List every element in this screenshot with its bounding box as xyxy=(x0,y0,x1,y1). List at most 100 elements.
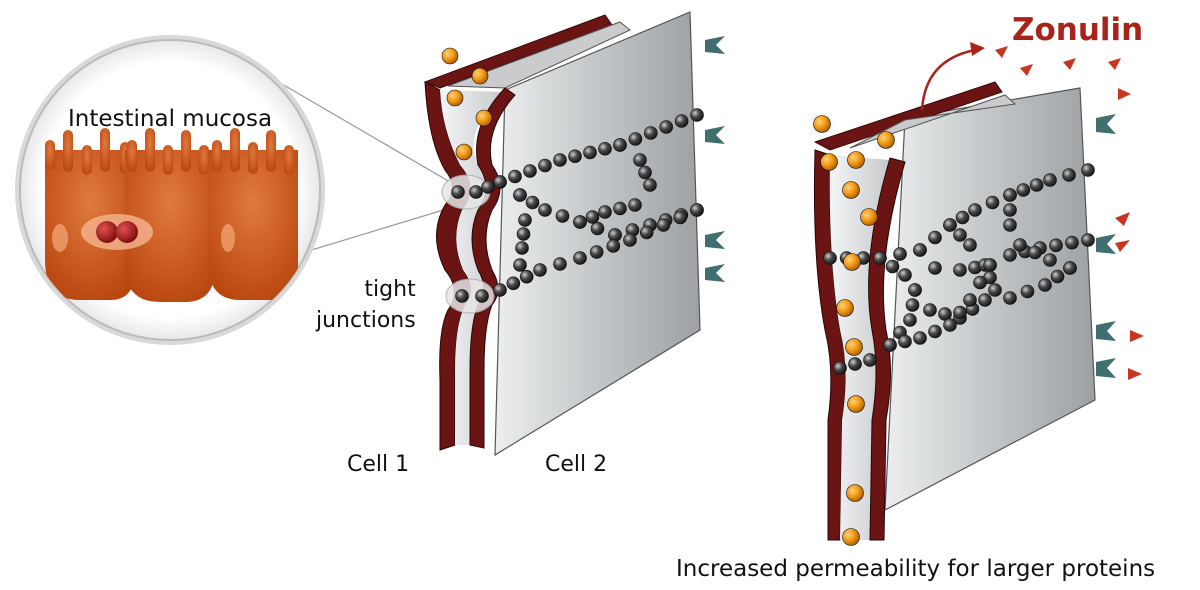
junction-bead xyxy=(953,263,967,277)
protein-particle xyxy=(820,153,838,171)
junction-bead xyxy=(973,275,987,290)
cell1-label: Cell 1 xyxy=(347,452,410,477)
protein-particle xyxy=(446,89,464,107)
junction-bead xyxy=(1003,203,1017,217)
junction-bead xyxy=(955,210,970,225)
zonulin-label: Zonulin xyxy=(1012,12,1144,48)
junction-bead xyxy=(538,158,552,173)
junction-bead xyxy=(623,233,637,247)
protein-particle xyxy=(843,253,861,271)
junction-bead xyxy=(908,283,922,297)
junction-bead xyxy=(628,132,643,146)
normal-cells-illustration xyxy=(423,11,725,457)
zonulin-molecules xyxy=(995,46,1144,380)
junction-bead xyxy=(506,276,521,291)
tight-junctions-label: tight junctions xyxy=(316,274,416,336)
villus-cell-right xyxy=(208,128,298,300)
junction-bead xyxy=(643,126,658,140)
junction-bead xyxy=(538,203,552,217)
junction-ring xyxy=(445,278,495,314)
zonulin-cells-illustration xyxy=(813,42,1144,546)
junction-bead xyxy=(508,169,522,184)
cell2-label: Cell 2 xyxy=(545,452,608,477)
junction-bead xyxy=(1081,233,1095,247)
villus-cell-middle xyxy=(125,128,215,302)
junction-bead xyxy=(589,245,604,259)
junction-bead xyxy=(963,293,977,307)
junction-dot xyxy=(116,221,138,243)
protein-particle xyxy=(471,67,489,85)
junction-bead xyxy=(1043,253,1057,267)
junction-bead xyxy=(1038,278,1052,292)
junction-strands-open xyxy=(823,163,1095,375)
receptor-markers xyxy=(705,36,725,282)
junction-bead xyxy=(638,165,652,180)
junction-bead xyxy=(953,305,967,320)
junction-bead xyxy=(1029,178,1044,192)
junction-bead xyxy=(978,293,992,307)
intestinal-mucosa-magnifier xyxy=(15,35,325,345)
protein-particle xyxy=(877,131,895,149)
tight-junctions-label-line1: tight xyxy=(364,277,416,302)
junction-bead xyxy=(1028,245,1042,260)
protein-particle xyxy=(475,109,493,127)
junction-bead xyxy=(943,218,957,232)
junction-bead xyxy=(639,225,654,240)
junction-bead xyxy=(451,185,465,199)
intestinal-mucosa-label: Intestinal mucosa xyxy=(68,106,273,132)
junction-bead xyxy=(953,228,967,242)
protein-particle xyxy=(441,47,459,65)
junction-bead xyxy=(1003,188,1017,202)
junction-bead xyxy=(898,268,912,282)
junction-bead xyxy=(690,108,704,122)
junction-bead xyxy=(1003,248,1017,262)
junction-bead xyxy=(1050,269,1065,284)
protein-particle xyxy=(847,395,865,413)
junction-bead xyxy=(923,303,937,317)
junction-bead xyxy=(1003,218,1017,232)
junction-bead xyxy=(656,218,671,232)
junction-bead xyxy=(983,258,997,272)
junction-strands-normal xyxy=(451,108,704,303)
junction-bead xyxy=(515,241,529,255)
junction-bead xyxy=(1081,163,1095,177)
junction-bead xyxy=(1063,261,1077,275)
protein-particle xyxy=(845,338,863,356)
protein-particle xyxy=(813,115,831,133)
junction-bead xyxy=(585,210,600,224)
junction-bead xyxy=(848,357,862,371)
protein-particle xyxy=(842,528,860,546)
junction-bead xyxy=(913,243,927,257)
permeability-caption: Increased permeability for larger protei… xyxy=(676,556,1156,582)
junction-bead xyxy=(493,175,507,189)
junction-bead xyxy=(659,120,674,134)
junction-bead xyxy=(1013,238,1027,252)
junction-bead xyxy=(968,203,982,217)
junction-bead xyxy=(516,227,531,241)
junction-bead xyxy=(988,283,1002,297)
junction-bead xyxy=(568,149,582,164)
intercellular-space xyxy=(440,90,505,445)
junction-bead xyxy=(913,331,927,345)
junction-bead xyxy=(643,178,657,192)
junction-bead xyxy=(475,289,489,303)
protein-particle xyxy=(836,299,854,317)
junction-bead xyxy=(1043,173,1057,187)
junction-bead xyxy=(573,251,587,265)
junction-bead xyxy=(1065,235,1079,250)
particles-normal xyxy=(441,47,493,161)
protein-particle xyxy=(842,181,860,199)
protein-particle xyxy=(455,143,473,161)
junction-bead xyxy=(518,213,532,227)
junction-bead xyxy=(481,180,495,194)
junction-bead xyxy=(863,353,877,367)
junction-dot xyxy=(96,221,118,243)
junction-bead xyxy=(628,198,642,212)
junction-bead xyxy=(985,195,1000,210)
junction-bead xyxy=(883,338,897,352)
junction-bead xyxy=(943,318,957,332)
junction-bead xyxy=(674,114,689,128)
junction-bead xyxy=(553,257,567,271)
protein-particle xyxy=(846,484,864,502)
